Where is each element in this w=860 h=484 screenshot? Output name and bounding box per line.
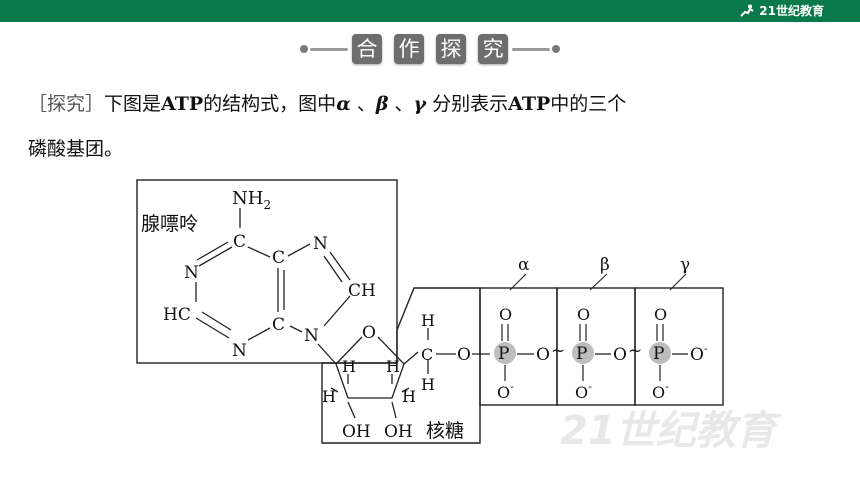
ribose-bonds: [330, 328, 456, 419]
para-gamma: γ: [413, 93, 427, 115]
atom-h: H: [421, 375, 435, 394]
section-title: 合 作 探 究: [352, 34, 508, 64]
atom-h: H: [421, 311, 435, 330]
top-bar: 21世纪教育: [0, 0, 860, 22]
header-rule-right: [512, 48, 550, 51]
atom-ch8: CH: [348, 281, 376, 301]
section-title-char: 探: [436, 34, 466, 64]
atom-o-minus: O-: [690, 342, 708, 365]
brand-logo-text: 21世纪教育: [759, 4, 824, 18]
phosphorus-alpha: [494, 342, 516, 364]
atom-c4: C: [272, 315, 285, 335]
atom-h: H: [402, 387, 416, 406]
section-title-char: 合: [352, 34, 382, 64]
adenine-label: 腺嘌呤: [141, 213, 198, 235]
atom-o-minus: O-: [575, 380, 592, 402]
pointer-gamma: [669, 273, 687, 291]
high-energy-bond: ~: [551, 341, 565, 361]
section-header: 合 作 探 究: [300, 34, 560, 64]
section-title-char: 究: [478, 34, 508, 64]
phosphate-box-gamma: [634, 287, 724, 406]
header-dot-left: [300, 45, 308, 53]
runner-logo-icon: [740, 4, 754, 17]
para-text: 磷酸基团。: [28, 138, 124, 160]
atom-c5: C: [272, 248, 285, 268]
label-gamma: γ: [680, 255, 690, 275]
atom-o-minus: O-: [652, 380, 669, 402]
pointer-beta: [589, 273, 608, 291]
atom-o: O: [613, 345, 627, 365]
atom-n7: N: [313, 234, 328, 254]
atom-o-minus: O-: [497, 380, 514, 402]
phosphorus-beta: [572, 342, 594, 364]
atom-nh2: NH2: [232, 188, 271, 212]
para-text: 下图是: [104, 93, 162, 115]
question-paragraph: ［探究］下图是ATP的结构式，图中α 、β 、γ 分别表示ATP中的三个磷酸基团…: [28, 82, 838, 172]
atom-c6: C: [233, 232, 246, 252]
glycosidic-bond: [317, 343, 337, 365]
para-sep: 、: [388, 93, 414, 115]
para-text: 的结构式，图中: [203, 93, 337, 115]
atom-oh: OH: [384, 422, 413, 442]
atom-n1: N: [184, 263, 199, 283]
atom-c: C: [421, 345, 433, 364]
para-sep: 、: [350, 93, 376, 115]
adenine-bonds: [195, 241, 351, 341]
atom-o: O: [457, 345, 471, 365]
atom-o: O: [499, 305, 512, 324]
atom-ring-o: O: [362, 323, 376, 343]
atom-h: H: [386, 357, 400, 376]
atom-n3: N: [232, 341, 247, 361]
pointer-alpha: [509, 273, 527, 291]
atom-h: H: [342, 357, 356, 376]
para-atp: ATP: [508, 93, 551, 115]
atom-n9: N: [304, 326, 319, 346]
para-atp: ATP: [161, 93, 204, 115]
para-text: 中的三个: [550, 93, 627, 115]
ribose-label: 核糖: [426, 420, 464, 442]
atom-o: O: [536, 345, 550, 365]
header-dot-right: [552, 45, 560, 53]
label-alpha: α: [518, 255, 530, 275]
atom-p: P: [576, 344, 587, 364]
atom-p: P: [498, 344, 509, 364]
atom-o: O: [654, 305, 667, 324]
brand-logo: 21世纪教育: [739, 2, 824, 20]
para-beta: β: [375, 93, 389, 115]
atom-h: H: [322, 387, 336, 406]
header-rule-left: [310, 48, 348, 51]
para-text: 分别表示: [426, 93, 509, 115]
atom-hc2: HC: [163, 305, 191, 325]
inquiry-tag: ［探究］: [28, 93, 105, 115]
high-energy-bond: ~: [628, 341, 642, 361]
atom-oh: OH: [342, 422, 371, 442]
para-alpha: α: [336, 93, 351, 115]
phosphorus-gamma: [649, 342, 671, 364]
label-beta: β: [600, 255, 610, 275]
section-title-char: 作: [394, 34, 424, 64]
atom-o: O: [577, 305, 590, 324]
atom-p: P: [653, 344, 664, 364]
adenine-box: [136, 179, 398, 364]
